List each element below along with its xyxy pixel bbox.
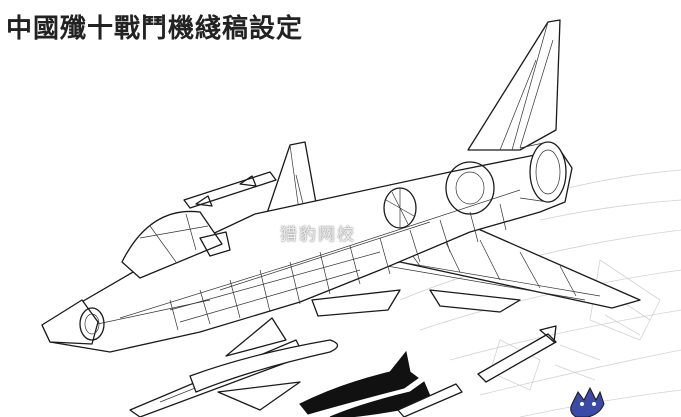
engine-nozzle bbox=[519, 141, 567, 203]
drop-tank bbox=[189, 339, 339, 393]
missile-upper bbox=[183, 171, 277, 209]
fuselage bbox=[41, 149, 573, 353]
cockpit-canopy bbox=[121, 210, 231, 279]
nose-radome bbox=[41, 299, 105, 345]
page-title: 中國殲十戰鬥機綫稿設定 bbox=[6, 14, 304, 44]
engine-internals bbox=[383, 161, 495, 229]
ventral-fins bbox=[311, 289, 521, 317]
missile-lower-right bbox=[397, 325, 557, 417]
watermark-text: 猎豹网校 bbox=[280, 225, 356, 245]
vertical-tail-fin bbox=[467, 19, 561, 151]
